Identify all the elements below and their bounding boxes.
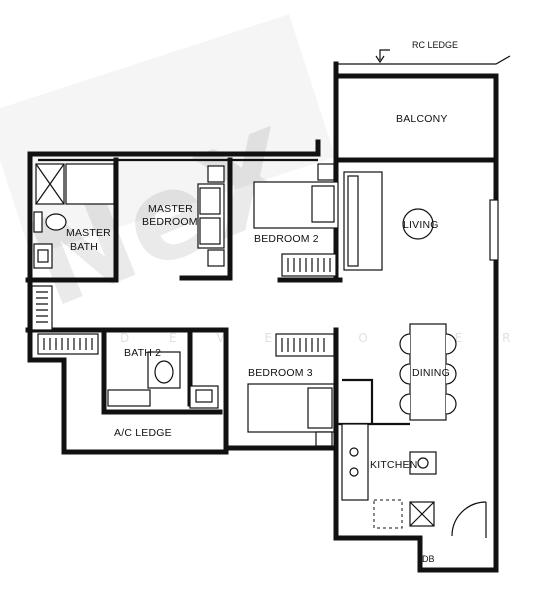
bedroom2-furniture	[253, 163, 383, 271]
master-bedroom-furniture	[197, 165, 225, 267]
windows	[31, 199, 499, 357]
dining-set	[399, 323, 457, 421]
living-marker	[402, 208, 434, 240]
label-master-bath-1: MASTER	[66, 227, 111, 239]
label-bedroom-3: BEDROOM 3	[248, 367, 313, 379]
label-kitchen: KITCHEN	[370, 459, 418, 471]
label-db: DB	[422, 554, 435, 564]
rc-ledge-marker: RC LEDGE	[334, 40, 511, 65]
label-rc-ledge: RC LEDGE	[412, 40, 458, 50]
label-master-bath-2: BATH	[70, 241, 98, 253]
label-dining: DINING	[412, 367, 450, 379]
bath2-fixtures	[107, 351, 219, 409]
label-balcony: BALCONY	[396, 113, 448, 125]
master-bath-fixtures	[33, 163, 115, 269]
label-master-bedroom-1: MASTER	[148, 203, 193, 215]
label-ac-ledge: A/C LEDGE	[114, 427, 172, 439]
interior-walls	[25, 157, 410, 455]
label-master-bedroom-2: BEDROOM	[142, 216, 198, 228]
label-bath-2: BATH 2	[124, 347, 161, 359]
label-living: LIVING	[403, 219, 439, 231]
kitchen-fixtures	[341, 423, 487, 538]
bedroom3-furniture	[247, 383, 335, 447]
label-bedroom-2: BEDROOM 2	[254, 233, 319, 245]
